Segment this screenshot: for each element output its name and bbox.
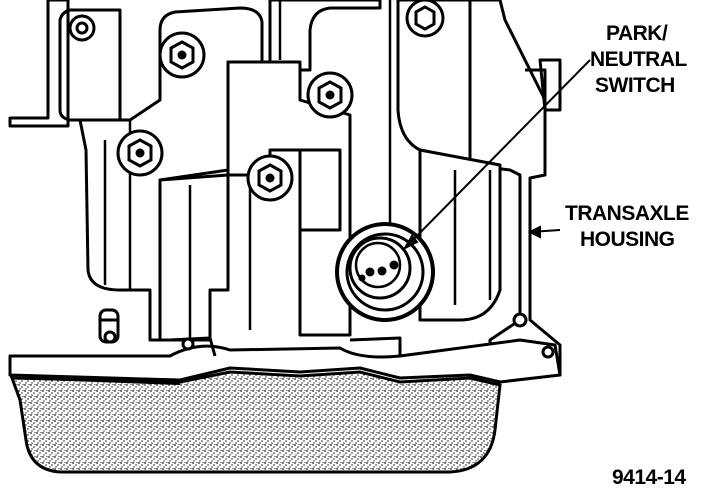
bolt-heads [68,0,445,344]
leader-lines [402,59,591,251]
label-transaxle-housing: TRANSAXLE HOUSING [565,202,690,251]
label-line: PARK/ [606,22,668,45]
park-neutral-switch-leader [404,59,591,249]
label-line: TRANSAXLE [565,202,689,225]
label-line: SWITCH [595,74,675,97]
casting-ribs [103,0,492,340]
transaxle-housing-body [8,0,562,380]
bolt-icon [116,129,164,177]
bolt-icon [306,71,354,119]
bolt-icon [103,330,117,344]
park-neutral-switch [335,222,435,322]
bolt-icon [158,31,206,79]
oil-pan [9,370,502,474]
label-line: HOUSING [580,228,675,251]
figure-number: 9414-14 [612,466,686,489]
label-line: NEUTRAL [590,48,687,71]
bolt-icon [68,14,96,42]
bolt-icon [405,0,445,38]
bolt-icon [246,154,294,202]
oil-pan-flange [8,312,562,384]
label-park-neutral-switch: PARK/ NEUTRAL SWITCH [590,22,688,97]
